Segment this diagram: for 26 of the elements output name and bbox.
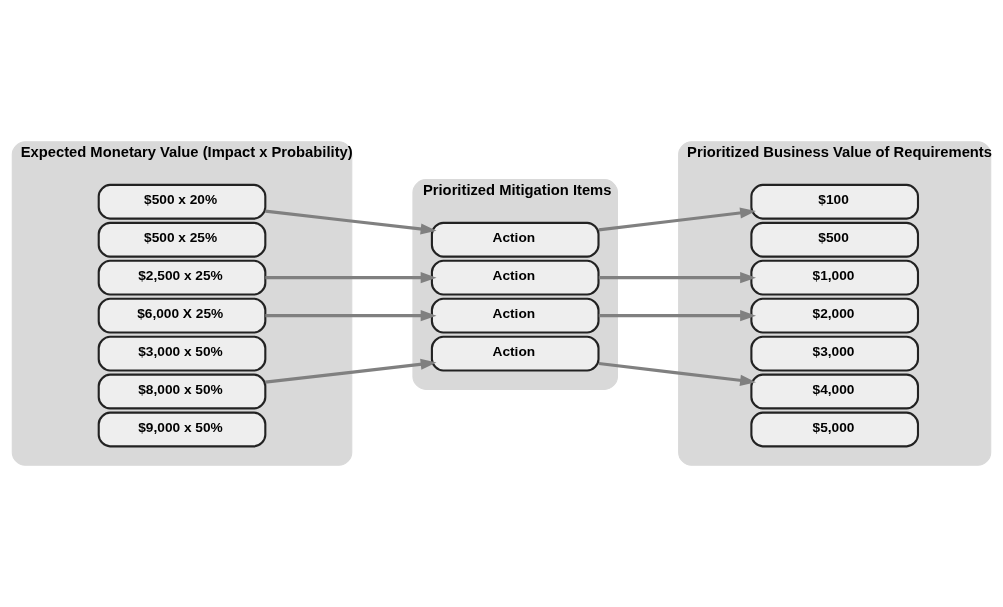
arrow xyxy=(265,310,437,322)
arrow xyxy=(598,207,756,232)
arrow xyxy=(265,358,437,384)
node-box: $4,000 xyxy=(750,373,920,410)
node-box: Action xyxy=(430,221,600,258)
node-box: Action xyxy=(430,297,600,334)
node-box: $3,000 xyxy=(750,335,920,372)
node-box: Action xyxy=(430,335,600,372)
node-box: $3,000 x 50% xyxy=(97,335,267,372)
node-box: $1,000 xyxy=(750,259,920,296)
node-box: $2,000 xyxy=(750,297,920,334)
node-box: $6,000 X 25% xyxy=(97,297,267,334)
node-box: $500 xyxy=(750,221,920,258)
node-box: Action xyxy=(430,259,600,296)
node-box: $100 xyxy=(750,183,920,220)
arrow xyxy=(598,310,756,322)
arrow xyxy=(265,209,437,235)
arrow xyxy=(598,361,756,386)
node-box: $5,000 xyxy=(750,411,920,448)
arrow xyxy=(265,272,437,284)
node-box: $8,000 x 50% xyxy=(97,373,267,410)
node-box: $9,000 x 50% xyxy=(97,411,267,448)
node-box: $2,500 x 25% xyxy=(97,259,267,296)
node-box: $500 x 25% xyxy=(97,221,267,258)
node-box: $500 x 20% xyxy=(97,183,267,220)
arrow xyxy=(598,272,756,284)
